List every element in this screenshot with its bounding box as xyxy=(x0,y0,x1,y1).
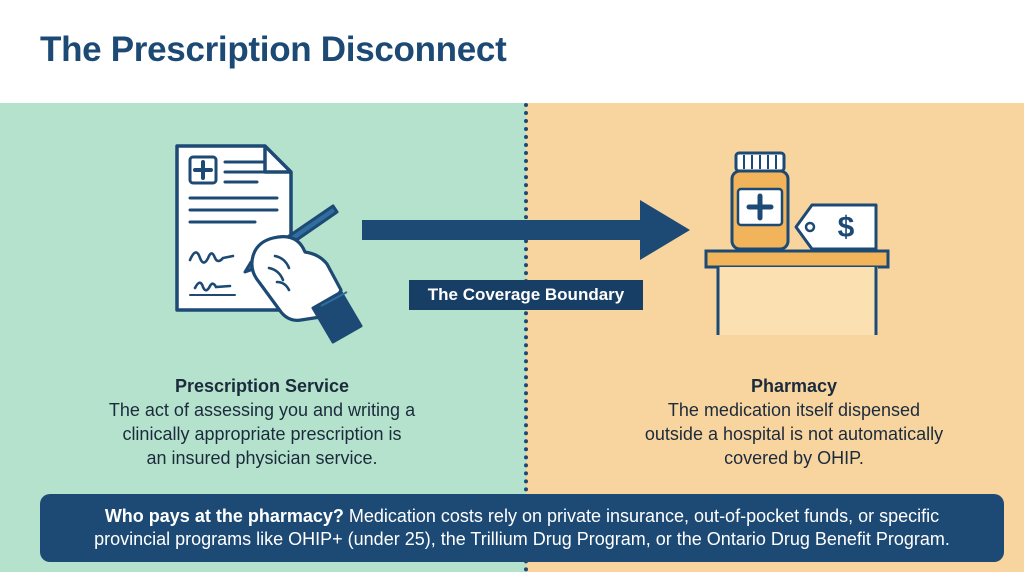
prescription-document-icon xyxy=(175,144,363,344)
pharmacy-line: The medication itself dispensed xyxy=(667,400,921,420)
prescription-service-line: an insured physician service. xyxy=(146,448,378,468)
prescription-service-description: Prescription Service The act of assessin… xyxy=(62,374,462,470)
prescription-service-line: The act of assessing you and writing a xyxy=(108,400,416,420)
prescription-service-heading: Prescription Service xyxy=(174,376,350,396)
coverage-divider xyxy=(524,103,528,572)
pharmacy-heading: Pharmacy xyxy=(750,376,838,396)
dollar-price-tag-icon: $ xyxy=(794,203,878,251)
pharmacy-line: outside a hospital is not automatically xyxy=(644,424,944,444)
right-arrow-icon xyxy=(362,200,690,260)
who-pays-callout: Who pays at the pharmacy? Medication cos… xyxy=(40,494,1004,562)
prescription-service-line: clinically appropriate prescription is xyxy=(122,424,402,444)
page-title: The Prescription Disconnect xyxy=(40,30,507,69)
svg-text:$: $ xyxy=(838,211,855,244)
pharmacy-counter-icon xyxy=(704,249,890,335)
coverage-boundary-label: The Coverage Boundary xyxy=(409,280,643,310)
pharmacy-description: Pharmacy The medication itself dispensed… xyxy=(594,374,994,470)
pharmacy-illustration: $ xyxy=(704,151,890,335)
callout-lead: Who pays at the pharmacy? xyxy=(104,506,344,526)
callout-text: Medication costs rely on private insuran… xyxy=(343,506,940,526)
pharmacy-line: covered by OHIP. xyxy=(724,448,864,468)
callout-line-1: Who pays at the pharmacy? Medication cos… xyxy=(40,505,1004,528)
medicine-bottle-icon xyxy=(730,151,790,251)
callout-line-2: provincial programs like OHIP+ (under 25… xyxy=(94,529,950,549)
